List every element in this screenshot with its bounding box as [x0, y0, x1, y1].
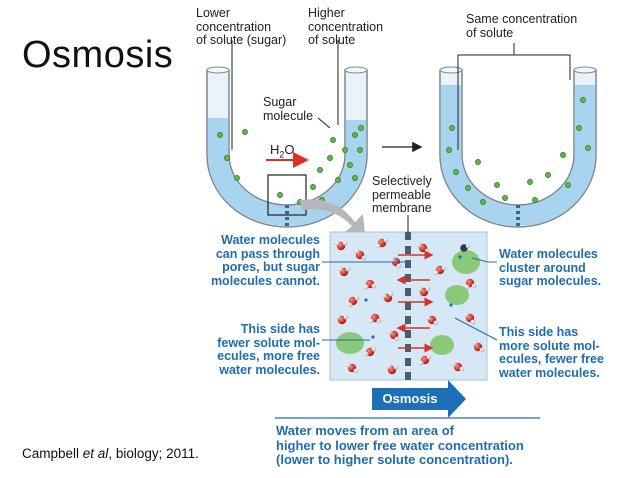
higher-concentration-label: Higher concentration of solute	[308, 6, 384, 47]
callout-fewer-solute: This side has fewer solute mol- ecules, …	[217, 322, 320, 377]
u-tube-left	[206, 40, 368, 228]
water-molecules	[334, 237, 485, 375]
callout-more-solute: This side has more solute mol- ecules, f…	[499, 325, 604, 380]
osmosis-arrow-label: Osmosis	[382, 391, 438, 406]
h2o-label: H2O	[270, 142, 295, 160]
membrane-label: Selectively permeable membrane	[372, 174, 432, 215]
lower-concentration-label: Lower concentration of solute (sugar)	[196, 6, 287, 47]
callout-cluster: Water molecules cluster around sugar mol…	[499, 247, 602, 288]
osmosis-explanation: Water moves from an area of higher to lo…	[276, 423, 524, 467]
same-concentration-label: Same concentration of solute	[466, 12, 578, 40]
molecular-view	[329, 231, 488, 381]
u-tube-right	[439, 43, 597, 228]
zoom-arrow	[300, 199, 365, 235]
callout-pores: Water molecules can pass through pores, …	[210, 233, 320, 288]
osmosis-arrow	[372, 380, 466, 418]
page-title: Osmosis	[22, 34, 174, 76]
citation: Campbell et al, biology; 2011.	[22, 446, 199, 461]
sugar-molecule-label: Sugar molecule	[263, 95, 314, 123]
